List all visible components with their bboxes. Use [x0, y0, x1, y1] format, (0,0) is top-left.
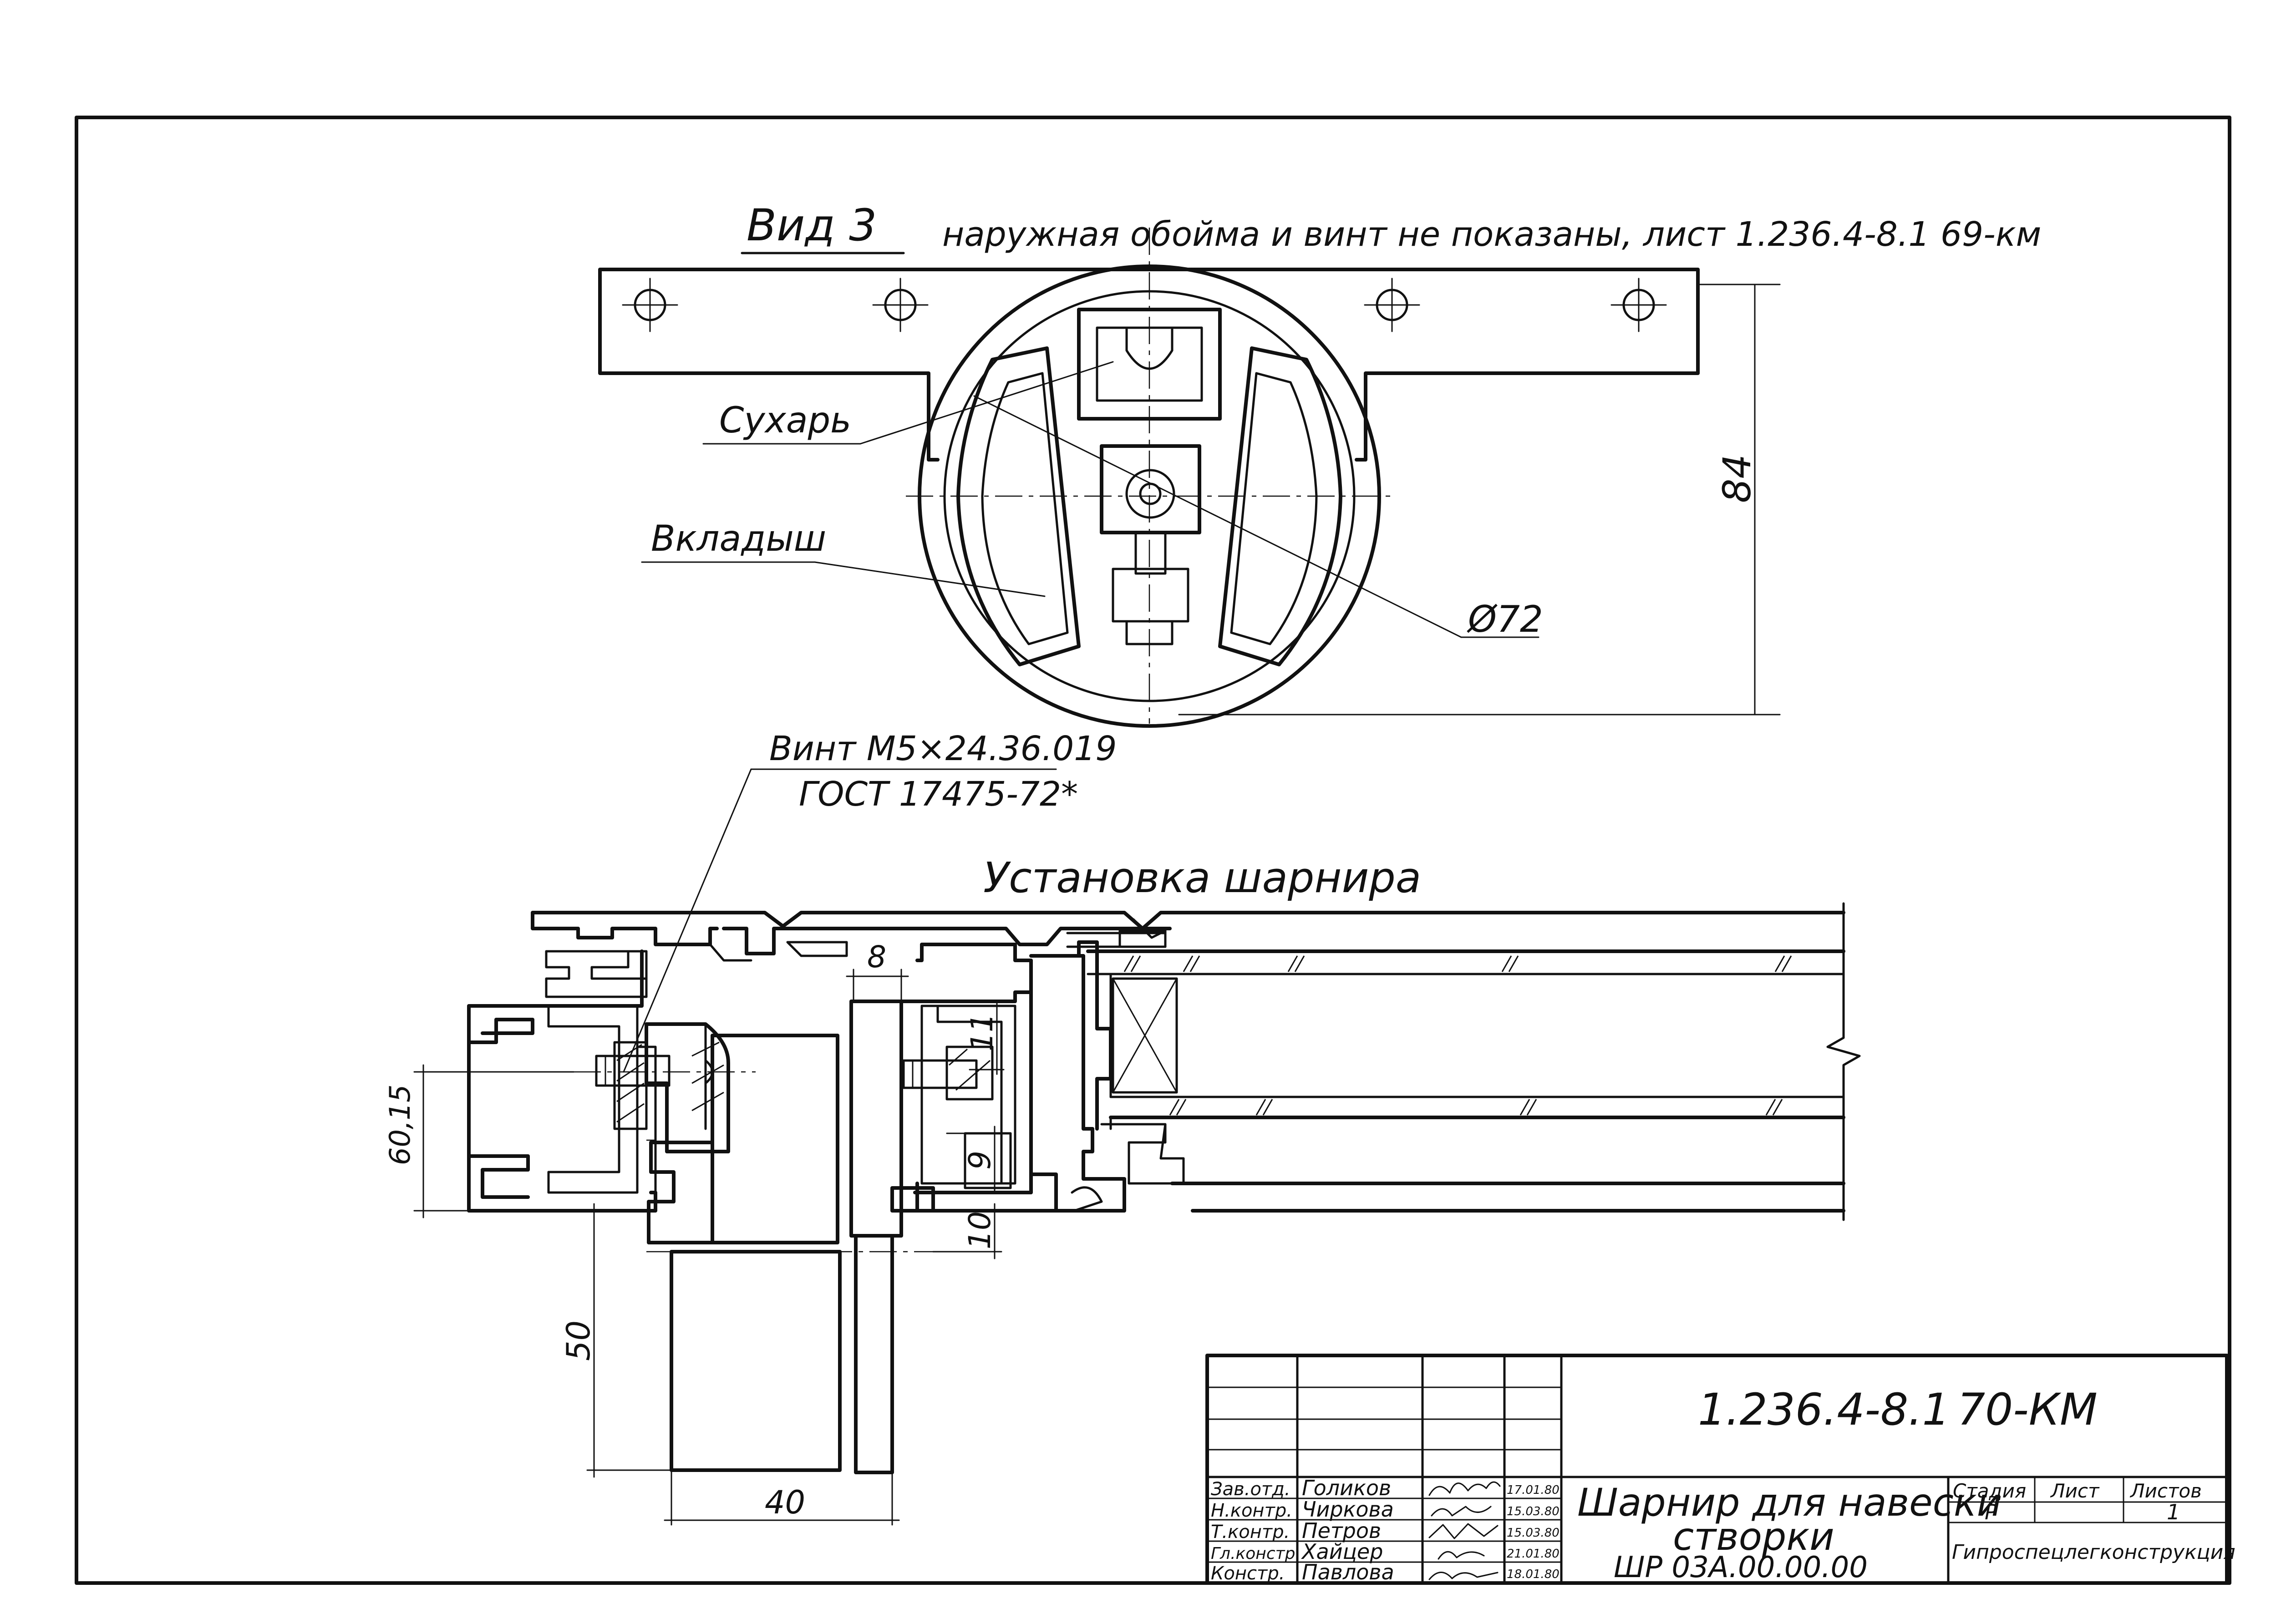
row-date: 21.01.80: [1507, 1547, 1560, 1561]
signatory-rows: Зав.отд. Голиков 17.01.80 Н.контр. Чирко…: [1211, 1476, 1560, 1584]
doc-code: 1.236.4-8.1: [1698, 1384, 1950, 1435]
row-name: Хайцер: [1301, 1539, 1383, 1564]
leader-screw: [623, 768, 752, 1073]
view-title: Вид 3: [747, 200, 877, 251]
drawing-name-line1: Шарнир для навески: [1577, 1480, 2002, 1525]
mounting-holes: [622, 278, 1667, 332]
dim-40: 40: [765, 1484, 805, 1521]
spacer-frame: [1112, 977, 1178, 1094]
row-role: Гл.констр.: [1211, 1544, 1301, 1563]
screw-right: [902, 1059, 978, 1089]
glazing-unit: [1086, 902, 1861, 1221]
right-frame-profile: [915, 940, 1126, 1213]
row-name: Голиков: [1302, 1476, 1391, 1500]
title-block: 1.236.4-8.1 70-КМ Шарнир для навески ств…: [1205, 1354, 2235, 1585]
break-line: [1826, 902, 1861, 1221]
section-title: Установка шарнира: [983, 853, 1421, 902]
sheet-frame: [75, 116, 2231, 1585]
row-date: 17.01.80: [1507, 1483, 1560, 1497]
bracket-plate: [598, 268, 1700, 462]
row-role: Т.контр.: [1211, 1522, 1290, 1543]
row-role: Зав.отд.: [1211, 1479, 1290, 1500]
glass-marks: [1123, 955, 1792, 1116]
organization: Гипроспецлегконструкция: [1952, 1541, 2235, 1564]
dimensions: 8 11 9 10 60,15 50: [383, 939, 1011, 1526]
row-role: Н.контр.: [1211, 1500, 1292, 1521]
row-name: Чиркова: [1302, 1497, 1394, 1522]
view-3: Вид 3 наружная обойма и винт не показаны…: [598, 200, 2041, 728]
drawing-name-line2: створки: [1673, 1514, 1834, 1559]
col-stage: Стадия: [1953, 1480, 2026, 1502]
stage-value: Р: [1985, 1500, 1997, 1524]
doc-suffix: 70-КМ: [1957, 1384, 2098, 1435]
col-sheets: Листов: [2129, 1480, 2202, 1502]
screw-callout-line2: ГОСТ 17475-72*: [799, 775, 1078, 814]
row-date: 18.01.80: [1507, 1568, 1560, 1581]
sheets-value: 1: [2167, 1500, 2180, 1524]
dim-60: 60,15: [383, 1085, 417, 1166]
dim-9: 9: [962, 1151, 997, 1170]
screw-callout-line1: Винт M5×24.36.019: [769, 729, 1117, 768]
signatures: [1428, 1481, 1501, 1580]
dim-diameter-line: [973, 395, 1462, 638]
row-role: Констр.: [1211, 1563, 1285, 1584]
leader-vkladysh: [814, 561, 1046, 597]
insert-right: [1218, 346, 1342, 666]
dim-50: 50: [560, 1320, 597, 1361]
drawing-designation: ШР 03А.00.00.00: [1614, 1551, 1868, 1584]
hinge-leaf-right: [854, 1234, 894, 1474]
row-date: 15.03.80: [1507, 1526, 1560, 1540]
screw-left: [595, 1055, 671, 1087]
hinge-body-right: [849, 990, 1033, 1474]
row-name: Петров: [1302, 1518, 1381, 1543]
pin-block: [1100, 444, 1201, 645]
label-vkladysh: Вкладыш: [651, 518, 826, 559]
dim-10: 10: [962, 1211, 997, 1249]
label-sukhar: Сухарь: [719, 400, 851, 441]
dim-diameter: Ø72: [1467, 598, 1543, 640]
hinge-installation-section: Установка шарнира Винт M5×24.36.019 ГОСТ…: [383, 729, 1861, 1526]
row-name: Павлова: [1302, 1560, 1394, 1584]
dim-8: 8: [867, 939, 886, 974]
dim-84: 84: [1715, 454, 1759, 503]
insert-left: [956, 346, 1081, 666]
hinge-leaf-left: [670, 1250, 842, 1472]
hatched-nut-right: [945, 1045, 994, 1101]
hinge-body-left: [595, 1022, 842, 1472]
dim-11: 11: [965, 1013, 1000, 1051]
view-note: наружная обойма и винт не показаны, лист…: [942, 215, 2041, 254]
row-date: 15.03.80: [1507, 1505, 1560, 1518]
col-sheet: Лист: [2050, 1480, 2100, 1502]
top-profile: [531, 911, 1845, 955]
